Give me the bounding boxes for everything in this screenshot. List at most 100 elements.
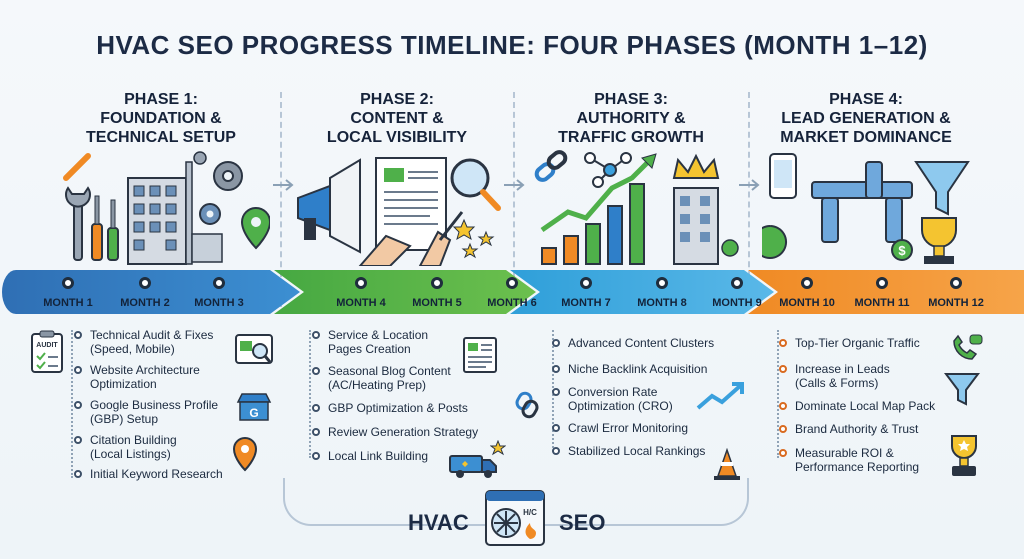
phone-call-icon bbox=[953, 334, 983, 360]
arrow-right-icon bbox=[273, 179, 294, 191]
phase-2-header: PHASE 2:CONTENT &LOCAL VISIBILITY bbox=[326, 91, 468, 146]
month-label: MONTH 6 bbox=[487, 297, 537, 309]
web-page-icon bbox=[463, 337, 497, 373]
list-item: Seasonal Blog Content(AC/Heating Prep) bbox=[312, 364, 451, 392]
svg-text:AUDIT: AUDIT bbox=[36, 342, 58, 349]
bar-chart-icon bbox=[541, 183, 645, 265]
list-item: Crawl Error Monitoring bbox=[551, 421, 689, 435]
speed-audit-icon bbox=[235, 334, 273, 364]
link-icon bbox=[534, 150, 568, 182]
svg-text:H/C: H/C bbox=[523, 508, 537, 517]
arrow-right-icon bbox=[739, 179, 760, 191]
timeline-dot bbox=[656, 277, 668, 289]
month-label: MONTH 9 bbox=[712, 297, 762, 309]
phase-4-illustration: $ bbox=[762, 153, 970, 264]
phase-divider bbox=[748, 92, 750, 307]
list-item: GBP Optimization & Posts bbox=[312, 401, 468, 415]
svg-text:$: $ bbox=[898, 243, 906, 258]
phone-icon bbox=[762, 153, 797, 259]
list-item: Niche Backlink Acquisition bbox=[551, 362, 708, 376]
gear-icon bbox=[193, 151, 243, 225]
phase-divider bbox=[280, 92, 282, 307]
timeline-dot bbox=[355, 277, 367, 289]
audit-clipboard-icon: AUDIT bbox=[31, 330, 63, 373]
list-item: Local Link Building bbox=[311, 449, 429, 463]
list-item: Citation Building(Local Listings) bbox=[74, 433, 177, 461]
phase-2-illustration bbox=[297, 157, 501, 266]
magnifier-icon bbox=[450, 158, 501, 211]
wrench-icon bbox=[65, 186, 91, 261]
list-connector bbox=[777, 330, 779, 458]
dollar-icon: $ bbox=[891, 239, 913, 261]
footer-seo-label: SEO bbox=[559, 510, 606, 535]
month-label: MONTH 12 bbox=[928, 297, 984, 309]
service-van-icon bbox=[449, 455, 497, 478]
list-item: Initial Keyword Research bbox=[74, 467, 223, 481]
month-label: MONTH 5 bbox=[412, 297, 462, 309]
funnel-icon bbox=[944, 373, 980, 406]
phase-divider bbox=[513, 92, 515, 307]
list-connector bbox=[309, 330, 311, 458]
list-item: Review Generation Strategy bbox=[311, 425, 479, 439]
month-label: MONTH 8 bbox=[637, 297, 687, 309]
footer-hvac-label: HVAC bbox=[408, 510, 469, 535]
list-item: Advanced Content Clusters bbox=[551, 336, 715, 350]
timeline-dot bbox=[139, 277, 151, 289]
timeline-band bbox=[2, 266, 1024, 318]
svg-text:G: G bbox=[249, 406, 258, 420]
month-label: MONTH 3 bbox=[194, 297, 244, 309]
traffic-cone-icon bbox=[714, 448, 740, 480]
timeline-dot bbox=[506, 277, 518, 289]
google-business-icon: G bbox=[236, 393, 272, 421]
screwdriver-icon bbox=[91, 195, 119, 261]
phase-4-header: PHASE 4:LEAD GENERATION &MARKET DOMINANC… bbox=[780, 91, 952, 146]
funnel-icon bbox=[914, 161, 970, 216]
megaphone-icon bbox=[297, 158, 361, 254]
month-label: MONTH 10 bbox=[779, 297, 835, 309]
page-title: HVAC SEO PROGRESS TIMELINE: FOUR PHASES … bbox=[96, 30, 928, 60]
month-label: MONTH 4 bbox=[336, 297, 386, 309]
phase-1-illustration bbox=[63, 151, 270, 265]
arrow-right-icon bbox=[504, 179, 525, 191]
list-item: Brand Authority & Trust bbox=[778, 422, 919, 436]
building-icon bbox=[127, 161, 193, 265]
list-item: Increase in Leads(Calls & Forms) bbox=[779, 362, 890, 390]
timeline-dot bbox=[801, 277, 813, 289]
timeline-dot bbox=[950, 277, 962, 289]
crown-icon bbox=[672, 153, 720, 179]
network-icon bbox=[584, 152, 632, 188]
trophy-icon bbox=[921, 217, 957, 264]
timeline-dot bbox=[876, 277, 888, 289]
month-label: MONTH 7 bbox=[561, 297, 611, 309]
trend-arrow-icon bbox=[696, 382, 744, 410]
star-icon bbox=[452, 218, 495, 259]
month-label: MONTH 11 bbox=[854, 297, 910, 309]
month-label: MONTH 1 bbox=[43, 297, 93, 309]
trophy-icon bbox=[951, 435, 977, 476]
list-item: Google Business Profile(GBP) Setup bbox=[73, 398, 219, 426]
list-connector bbox=[71, 330, 73, 478]
pipe-icon bbox=[811, 161, 913, 243]
list-item: Technical Audit & Fixes(Speed, Mobile) bbox=[73, 328, 214, 356]
timeline-dot bbox=[431, 277, 443, 289]
map-pin-icon bbox=[240, 207, 270, 250]
list-item: Top-Tier Organic Traffic bbox=[779, 336, 920, 350]
phase-3-illustration bbox=[534, 150, 739, 265]
document-icon bbox=[375, 157, 447, 251]
list-item: Stabilized Local Rankings bbox=[551, 444, 706, 458]
list-item: Dominate Local Map Pack bbox=[778, 399, 936, 413]
timeline-dot bbox=[580, 277, 592, 289]
month-label: MONTH 2 bbox=[120, 297, 170, 309]
map-pin-icon bbox=[232, 437, 258, 472]
timeline-dot bbox=[213, 277, 225, 289]
star-icon bbox=[490, 440, 506, 456]
link-icon bbox=[515, 391, 539, 419]
phase-3-header: PHASE 3:AUTHORITY &TRAFFIC GROWTH bbox=[558, 91, 704, 146]
timeline-dot bbox=[62, 277, 74, 289]
timeline-dot bbox=[731, 277, 743, 289]
phase-1-header: PHASE 1:FOUNDATION &TECHNICAL SETUP bbox=[86, 91, 236, 146]
list-item: Measurable ROI &Performance Reporting bbox=[778, 446, 920, 474]
